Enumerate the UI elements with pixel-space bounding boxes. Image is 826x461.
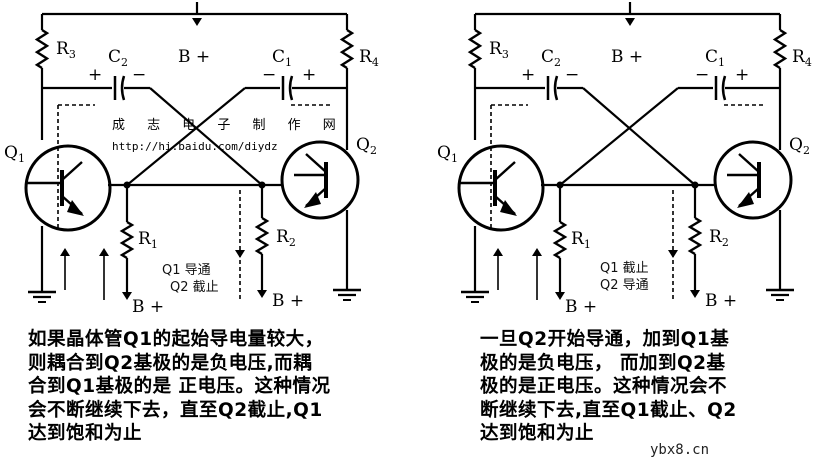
watermark-site-name: 成 志 电 子 制 作 网	[112, 118, 345, 133]
watermark-url: http://hi.baidu.com/diydz	[112, 140, 278, 153]
left-c1-label: C1	[272, 47, 292, 69]
right-q2-envelope	[713, 140, 793, 220]
right-r2-supply-arrow	[690, 290, 700, 298]
right-q2-emitter-arrow	[737, 192, 754, 208]
right-q1-label: Q1	[437, 143, 458, 165]
left-state-line-1: Q1 导通	[162, 263, 211, 278]
right-q2-collector	[738, 153, 760, 173]
right-supply-arrow	[625, 18, 635, 26]
right-current-arrow-1	[493, 248, 503, 256]
left-cross-b	[126, 87, 246, 186]
left-r1-label: R1	[138, 229, 158, 251]
right-c2-minus: −	[565, 65, 579, 85]
right-r2	[687, 216, 703, 256]
left-caption: 如果晶体管Q1的起始导电量较大， 则耦合到Q2基极的是负电压,而耦 合到Q1基极…	[28, 329, 331, 444]
left-c1-minus: −	[262, 65, 276, 85]
right-state-line-1: Q1 截止	[600, 261, 649, 276]
left-r4	[339, 28, 355, 70]
right-cross-a	[582, 87, 696, 186]
right-c2-label: C2	[541, 47, 561, 69]
right-r1-supply-label: B +	[565, 297, 597, 317]
left-cross-a	[149, 87, 263, 186]
right-state-line-2: Q2 导通	[600, 278, 649, 293]
right-r1	[552, 220, 568, 260]
right-c2-plate-b	[553, 75, 559, 101]
left-c2-plate-b	[120, 75, 126, 101]
left-c2-minus: −	[132, 65, 146, 85]
left-r2-supply-arrow	[257, 290, 267, 298]
left-r3-label: R3	[56, 39, 76, 61]
right-current-arrow-3	[668, 250, 678, 258]
right-c1-minus: −	[695, 65, 709, 85]
watermark-site: ybx8.cn	[650, 442, 710, 458]
left-current-arrow-2	[99, 248, 109, 256]
left-state-line-2: Q2 截止	[170, 280, 219, 295]
right-r3	[467, 28, 483, 70]
left-r1-supply-arrow	[122, 292, 132, 300]
right-caption: 一旦Q2开始导通，加到Q1基 极的是负电压， 而加到Q2基 极的是正电压。这种情…	[480, 329, 737, 444]
left-c2-label: C2	[108, 47, 128, 69]
left-current-arrow-3	[235, 250, 245, 258]
left-r1-supply-label: B +	[132, 297, 164, 317]
right-r4-label: R4	[792, 47, 812, 69]
left-r2-label: R2	[276, 227, 296, 249]
left-r2-supply-label: B +	[272, 291, 304, 311]
right-c1-plus: +	[735, 65, 749, 85]
left-c2-plus: +	[88, 65, 102, 85]
left-q2-label: Q2	[356, 135, 377, 157]
right-q2-label: Q2	[789, 135, 810, 157]
left-q1-collector	[61, 161, 83, 181]
left-r1	[119, 220, 135, 260]
left-r2	[254, 216, 270, 256]
left-q2-envelope	[280, 140, 360, 220]
right-r4	[772, 28, 788, 70]
left-q2-emitter-arrow	[304, 192, 321, 208]
right-c1-label: C1	[705, 47, 725, 69]
right-q1-envelope	[457, 144, 545, 232]
left-c1-plus: +	[302, 65, 316, 85]
right-r3-label: R3	[489, 39, 509, 61]
left-c1-plate-b	[288, 75, 294, 101]
left-current-arrow-1	[60, 248, 70, 256]
right-r1-label: R1	[571, 229, 591, 251]
left-state-label: Q1 导通 Q2 截止	[162, 262, 219, 296]
right-c1-plate-b	[721, 75, 727, 101]
left-q2-collector	[305, 153, 327, 173]
right-state-label: Q1 截止 Q2 导通	[600, 260, 649, 294]
right-cross-b	[559, 87, 679, 186]
left-q1-emitter-arrow	[67, 200, 84, 216]
right-r2-label: R2	[709, 227, 729, 249]
left-q1-label: Q1	[4, 143, 25, 165]
left-r3	[34, 28, 50, 70]
right-c2-plus: +	[521, 65, 535, 85]
right-current-arrow-2	[532, 248, 542, 256]
left-q1-envelope	[24, 144, 112, 232]
right-r1-supply-arrow	[555, 292, 565, 300]
right-supply-label: B +	[611, 47, 643, 67]
left-supply-label: B +	[178, 47, 210, 67]
right-q1-collector	[494, 161, 516, 181]
left-r4-label: R4	[359, 47, 379, 69]
left-supply-arrow	[192, 18, 202, 26]
right-r2-supply-label: B +	[705, 291, 737, 311]
right-q1-emitter-arrow	[500, 200, 517, 216]
